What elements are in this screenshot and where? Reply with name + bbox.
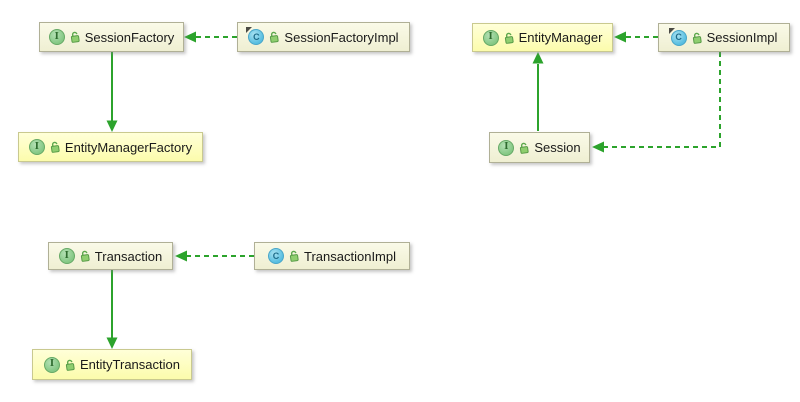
class-icon: C xyxy=(668,27,687,46)
class-name-label: SessionImpl xyxy=(706,30,778,45)
class-icon: C xyxy=(268,248,284,264)
lock-icon xyxy=(692,32,702,44)
class-name-label: SessionFactoryImpl xyxy=(284,29,399,45)
lock-icon xyxy=(70,31,80,43)
node-transaction[interactable]: I Transaction xyxy=(48,242,173,270)
lock-icon xyxy=(50,141,60,153)
node-entitytransaction[interactable]: I EntityTransaction xyxy=(32,349,192,380)
interface-icon: I xyxy=(28,139,45,155)
edge-session-to-entitymanager xyxy=(532,52,544,131)
class-name-label: EntityManager xyxy=(518,30,603,45)
lock-icon xyxy=(504,32,514,44)
node-sessionfactoryimpl[interactable]: C SessionFactoryImpl xyxy=(237,22,410,52)
lock-icon xyxy=(520,142,530,154)
class-name-label: EntityTransaction xyxy=(80,357,180,372)
lock-icon xyxy=(65,359,75,371)
lock-icon xyxy=(289,250,299,262)
edge-transactionimpl-to-transaction xyxy=(175,250,254,262)
node-entitymanager[interactable]: I EntityManager xyxy=(472,23,613,52)
class-name-label: SessionFactory xyxy=(84,29,175,45)
interface-icon: I xyxy=(48,29,65,45)
class-name-label: EntityManagerFactory xyxy=(64,139,193,155)
class-name-label: Transaction xyxy=(94,248,163,264)
class-icon: C xyxy=(246,27,265,45)
class-marker-triangle xyxy=(246,27,253,33)
lock-icon xyxy=(270,31,280,43)
interface-icon: I xyxy=(482,29,499,46)
edge-sessionimpl-to-session xyxy=(592,52,721,153)
node-sessionfactory[interactable]: I SessionFactory xyxy=(39,22,184,52)
lock-icon xyxy=(80,250,90,262)
interface-icon: I xyxy=(44,356,61,373)
interface-icon: I xyxy=(498,139,515,156)
edge-sessionimpl-to-entitymanager xyxy=(614,31,658,43)
class-name-label: TransactionImpl xyxy=(304,248,396,264)
edge-sessionfactoryimpl-to-sessionfactory xyxy=(184,31,237,43)
node-session[interactable]: I Session xyxy=(489,132,590,163)
edge-sessionfactory-to-entitymanagerfactory xyxy=(106,52,118,132)
interface-icon: I xyxy=(58,248,75,264)
class-marker-triangle xyxy=(668,27,675,34)
node-sessionimpl[interactable]: C SessionImpl xyxy=(658,23,790,52)
node-transactionimpl[interactable]: C TransactionImpl xyxy=(254,242,410,270)
node-entitymanagerfactory[interactable]: I EntityManagerFactory xyxy=(18,132,203,162)
class-name-label: Session xyxy=(534,140,581,155)
edge-transaction-to-entitytransaction xyxy=(106,270,118,349)
